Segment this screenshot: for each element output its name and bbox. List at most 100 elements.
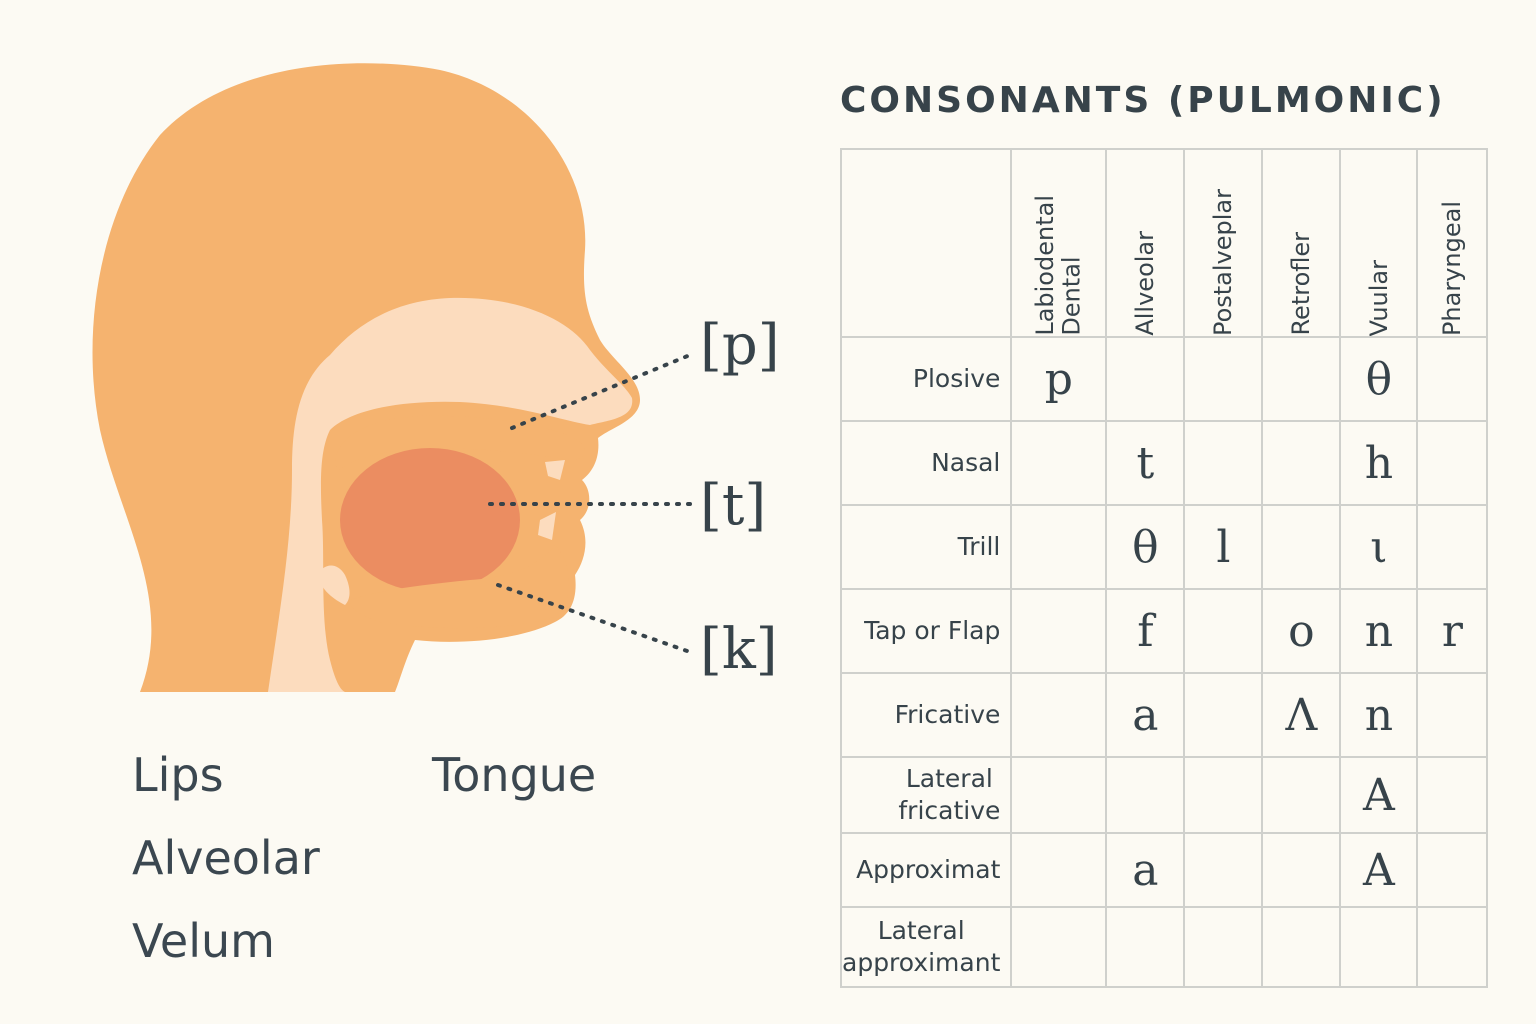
table-row: Nasal t h [839, 420, 1489, 506]
symbol-cell: A [1339, 832, 1419, 908]
symbol-cell [1010, 588, 1108, 674]
palate [335, 415, 585, 470]
symbol-cell [1105, 906, 1186, 988]
row-header-label: Plosive [912, 363, 1001, 393]
symbol-cell: ι [1339, 504, 1419, 590]
column-header-label: Retrofler [1287, 232, 1316, 336]
row-header-label: Tap or Flap [864, 615, 1001, 645]
row-header: Trill [839, 504, 1013, 590]
head-sagittal-diagram [92, 63, 692, 692]
table-row: Approximat a A [839, 832, 1489, 908]
symbol-cell [1183, 420, 1264, 506]
row-header-label: Fricative [894, 699, 1001, 729]
symbol-cell: l [1183, 504, 1264, 590]
row-header: Lateral fricative [839, 756, 1013, 834]
column-header-label: Pharyngeal [1438, 200, 1467, 336]
symbol-cell [1183, 832, 1264, 908]
column-header-label: Vuular [1364, 259, 1393, 336]
column-header-row: Labiodental Dental Allveolar Postalveplar R… [839, 148, 1489, 338]
label-alveolar: Alveolar [132, 831, 320, 885]
column-header: Postalveplar [1183, 148, 1264, 338]
row-header-label: Approximat [856, 854, 1001, 884]
symbol-cell [1416, 420, 1489, 506]
column-header: Vuular [1339, 148, 1419, 338]
symbol-cell [1261, 756, 1342, 834]
pointer-line-k [496, 583, 692, 654]
row-header: Fricative [839, 672, 1013, 758]
marker-k: [k] [700, 617, 778, 682]
row-header-label: Nasal [931, 447, 1001, 477]
marker-t: [t] [700, 473, 767, 538]
symbol-cell [1010, 420, 1108, 506]
symbol-cell [1105, 336, 1186, 422]
symbol-cell [1010, 504, 1108, 590]
column-header-label: Labiodental Dental [1031, 195, 1086, 336]
symbol-cell [1416, 906, 1489, 988]
symbol-cell: n [1339, 672, 1419, 758]
pointer-line-p [510, 353, 692, 430]
symbol-cell: r [1416, 588, 1489, 674]
corner-cell [839, 148, 1013, 338]
label-tongue: Tongue [432, 748, 597, 802]
column-header-label: Allveolar [1131, 231, 1160, 336]
row-header: Plosive [839, 336, 1013, 422]
symbol-cell [1261, 336, 1342, 422]
symbol-cell [1339, 906, 1419, 988]
symbol-cell [1261, 832, 1342, 908]
row-header-label: Lateral approximant [842, 915, 1001, 978]
symbol-cell: a [1105, 672, 1186, 758]
symbol-cell [1183, 756, 1264, 834]
column-header: Allveolar [1105, 148, 1186, 338]
symbol-cell [1261, 420, 1342, 506]
label-velum: Velum [132, 914, 275, 968]
symbol-cell [1261, 906, 1342, 988]
symbol-cell [1010, 906, 1108, 988]
symbol-cell [1010, 672, 1108, 758]
row-header: Lateral approximant [839, 906, 1013, 988]
symbol-cell: θ [1339, 336, 1419, 422]
symbol-cell [1183, 588, 1264, 674]
column-header-label: Postalveplar [1209, 188, 1238, 336]
symbol-cell: h [1339, 420, 1419, 506]
row-header: Tap or Flap [839, 588, 1013, 674]
table-row: Lateral approximant [839, 906, 1489, 988]
symbol-cell [1416, 672, 1489, 758]
symbol-cell: A [1339, 756, 1419, 834]
table-title: CONSONANTS (PULMONIC) [840, 80, 1446, 121]
symbol-cell [1416, 756, 1489, 834]
row-header: Nasal [839, 420, 1013, 506]
symbol-cell [1010, 756, 1108, 834]
column-header: Retrofler [1261, 148, 1342, 338]
symbol-cell [1183, 672, 1264, 758]
symbol-cell [1105, 756, 1186, 834]
pharynx-wall [318, 565, 350, 605]
symbol-cell [1416, 832, 1489, 908]
symbol-cell: t [1105, 420, 1186, 506]
consonant-table: Labiodental Dental Allveolar Postalveplar R… [839, 148, 1489, 988]
symbol-cell: a [1105, 832, 1186, 908]
symbol-cell: Λ [1261, 672, 1342, 758]
symbol-cell [1183, 336, 1264, 422]
row-header: Approximat [839, 832, 1013, 908]
row-header-label: Trill [957, 531, 1001, 561]
symbol-cell: θ [1105, 504, 1186, 590]
symbol-cell: n [1339, 588, 1419, 674]
table-row: Plosive p θ [839, 336, 1489, 422]
table-row: Lateral fricative A [839, 756, 1489, 834]
label-lips: Lips [132, 748, 224, 802]
upper-teeth [545, 460, 565, 480]
symbol-cell [1261, 504, 1342, 590]
row-header-label: Lateral fricative [898, 763, 1001, 826]
marker-p: [p] [700, 313, 780, 378]
symbol-cell: p [1010, 336, 1108, 422]
symbol-cell [1416, 336, 1489, 422]
symbol-cell [1010, 832, 1108, 908]
column-header: Pharyngeal [1416, 148, 1489, 338]
symbol-cell [1416, 504, 1489, 590]
lower-jaw [350, 545, 570, 629]
column-header: Labiodental Dental [1010, 148, 1108, 338]
symbol-cell: o [1261, 588, 1342, 674]
